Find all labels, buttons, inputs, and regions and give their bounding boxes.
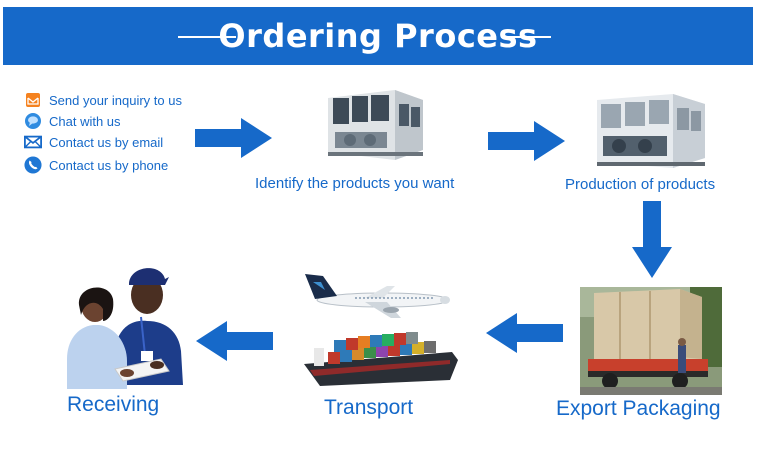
arrow-down xyxy=(632,201,672,278)
contact-phone-label: Contact us by phone xyxy=(49,157,169,173)
contact-email-label: Contact us by email xyxy=(49,134,164,150)
step-receiving-label: Receiving xyxy=(67,393,160,416)
arrow-right-1 xyxy=(195,118,272,158)
contact-inquiry-label: Send your inquiry to us xyxy=(49,92,182,108)
title-right-rule xyxy=(501,36,551,38)
arrow-right-2 xyxy=(488,121,565,161)
phone-icon xyxy=(24,156,42,174)
title-left-rule xyxy=(178,36,236,38)
contact-email[interactable]: Contact us by email xyxy=(24,132,163,152)
step-packaging-label: Export Packaging xyxy=(556,397,721,420)
arrow-left-1 xyxy=(486,313,563,353)
airplane-image xyxy=(305,274,450,318)
chiller-unit-image xyxy=(328,90,423,160)
contact-phone[interactable]: Contact us by phone xyxy=(24,155,168,175)
step-production-label: Production of products xyxy=(565,176,716,193)
container-ship-image xyxy=(300,332,460,396)
page-title: Ordering Process xyxy=(218,17,538,55)
email-icon xyxy=(24,133,42,151)
chat-bubble-icon xyxy=(24,112,42,130)
header-banner: Ordering Process xyxy=(3,7,753,65)
contact-inquiry[interactable]: Send your inquiry to us xyxy=(24,90,182,110)
production-chiller-image xyxy=(597,94,705,168)
packaging-truck-image xyxy=(580,287,722,395)
step-transport-label: Transport xyxy=(324,396,414,419)
step-identify-label: Identify the products you want xyxy=(255,175,455,192)
receiving-people-image xyxy=(67,268,183,389)
contact-chat-label: Chat with us xyxy=(49,113,121,129)
arrow-left-2 xyxy=(196,321,273,361)
contact-chat[interactable]: Chat with us xyxy=(24,111,121,131)
envelope-open-icon xyxy=(24,91,42,109)
